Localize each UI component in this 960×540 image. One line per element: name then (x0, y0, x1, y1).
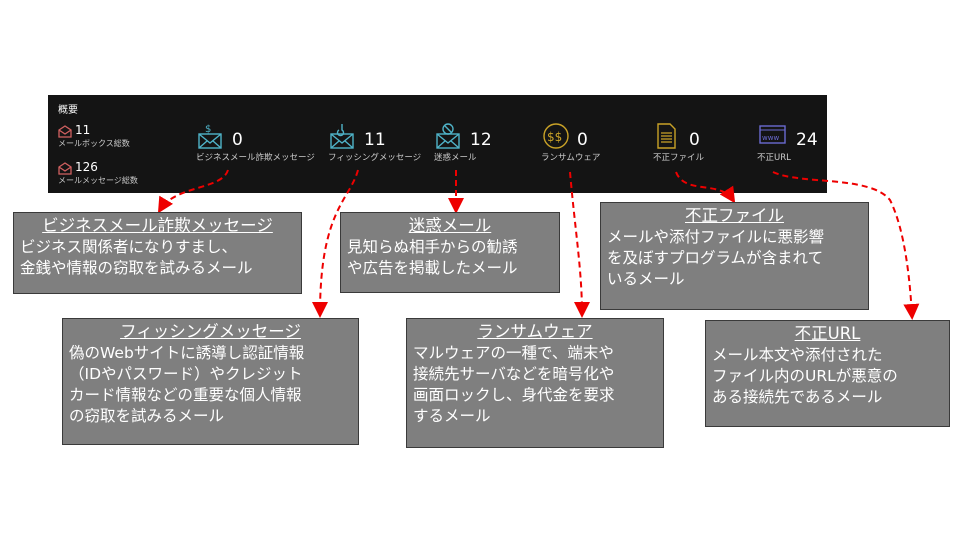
callout-ransomware: ランサムウェア マルウェアの一種で、端末や 接続先サーバなどを暗号化や 画面ロッ… (406, 318, 664, 448)
svg-text:$$: $$ (547, 130, 562, 144)
overview-title: 概要 (58, 105, 78, 116)
overview-panel: 概要 11 メールボックス総数 126 メールメッセージ総数 $ 0 ビジネスメ… (48, 95, 827, 193)
callout-bec: ビジネスメール詐欺メッセージ ビジネス関係者になりすまし、 金銭や情報の窃取を試… (13, 212, 302, 294)
callout-spam: 迷惑メール 見知らぬ相手からの勧誘 や広告を掲載したメール (340, 212, 560, 293)
callout-malicious-url: 不正URL メール本文や添付された ファイル内のURLが悪意の ある接続先である… (705, 320, 950, 427)
arrow-url (772, 171, 920, 320)
message-total: 126 メールメッセージ総数 (58, 160, 138, 185)
arrow-phishing (312, 169, 359, 318)
open-mail-icon (58, 162, 72, 175)
arrow-bec (157, 169, 229, 214)
www-icon: www (759, 125, 786, 144)
arrow-file (675, 171, 736, 204)
hook-mail-icon (330, 124, 354, 149)
callout-phishing: フィッシングメッセージ 偽のWebサイトに誘導し認証情報 （IDやパスワード）や… (62, 318, 359, 445)
mailbox-total: 11 メールボックス総数 (58, 123, 130, 148)
arrow-ransomware (569, 171, 590, 318)
svg-text:$: $ (205, 124, 211, 135)
ransom-coin-icon: $$ (543, 123, 569, 149)
dollar-mail-icon: $ (198, 124, 222, 149)
svg-text:www: www (762, 134, 779, 142)
document-icon (657, 123, 676, 149)
mailbox-icon (58, 125, 72, 138)
blocked-mail-icon (436, 123, 460, 149)
callout-malicious-file: 不正ファイル メールや添付ファイルに悪影響 を及ぼすプログラムが含まれて いるメ… (600, 202, 869, 310)
